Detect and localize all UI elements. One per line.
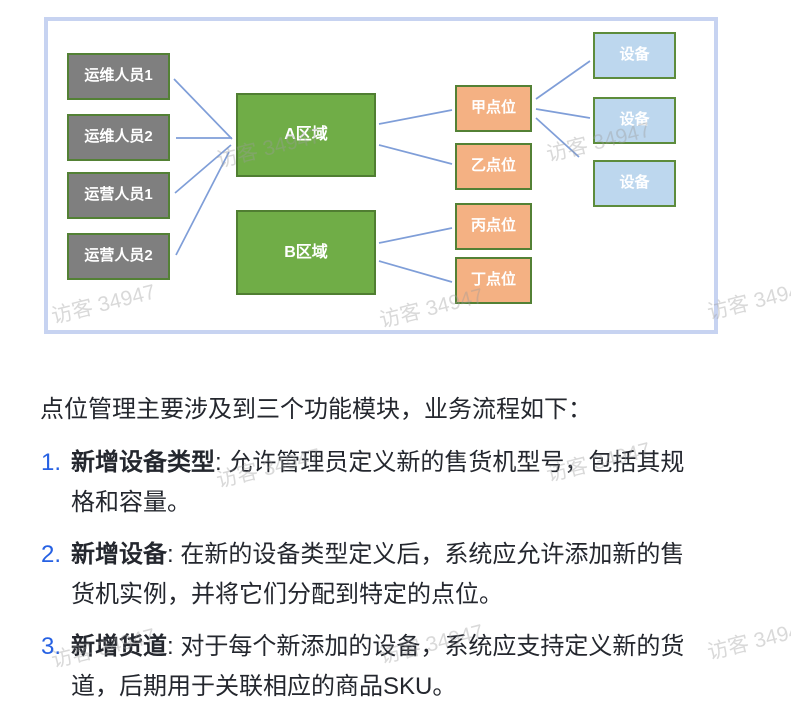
diagram-canvas: 运维人员1 运维人员2 运营人员1 运营人员2 A区域 B区域 甲点位 乙点位 … [48,21,714,330]
node-device-1: 设备 [593,32,676,79]
node-point-jia: 甲点位 [455,85,532,132]
list-item-text: : 在新的设备类型定义后，系统应允许添加新的售货机实例，并将它们分配到特定的点位… [71,541,685,608]
node-area-a: A区域 [236,93,376,177]
list-item-title: 新增设备 [71,541,167,568]
node-ops-person-1: 运维人员1 [67,53,170,100]
node-point-bing: 丙点位 [455,203,532,250]
node-operator-person-1: 运营人员1 [67,172,170,219]
node-device-3: 设备 [593,160,676,207]
node-ops-person-2: 运维人员2 [67,114,170,161]
node-point-yi: 乙点位 [455,143,532,190]
list-item-text: : 允许管理员定义新的售货机型号，包括其规格和容量。 [71,449,685,516]
node-operator-person-2: 运营人员2 [67,233,170,280]
intro-paragraph: 点位管理主要涉及到三个功能模块，业务流程如下： [40,396,592,423]
list-item-slot: 3. 新增货道: 对于每个新添加的设备，系统应支持定义新的货道，后期用于关联相应的… [40,627,696,707]
list-number: 3. [41,633,62,660]
list-item-title: 新增设备类型 [71,449,215,476]
list-item-device: 2. 新增设备: 在新的设备类型定义后，系统应允许添加新的售货机实例，并将它们分配… [40,535,696,615]
document-body: 点位管理主要涉及到三个功能模块，业务流程如下： 1. 新增设备类型: 允许管理员定… [40,390,700,719]
node-area-b: B区域 [236,210,376,295]
node-point-ding: 丁点位 [455,257,532,304]
list-item-title: 新增货道 [71,633,167,660]
list-number: 2. [41,541,62,568]
list-item-device-type: 1. 新增设备类型: 允许管理员定义新的售货机型号，包括其规格和容量。 [40,443,696,523]
diagram-panel: 运维人员1 运维人员2 运营人员1 运营人员2 A区域 B区域 甲点位 乙点位 … [44,17,718,334]
node-device-2: 设备 [593,97,676,144]
list-item-text: : 对于每个新添加的设备，系统应支持定义新的货道，后期用于关联相应的商品SKU。 [71,633,685,700]
list-number: 1. [41,449,62,476]
feature-list: 1. 新增设备类型: 允许管理员定义新的售货机型号，包括其规格和容量。 2. 新增设… [40,443,700,707]
connector-lines [173,60,591,283]
visitor-watermark: 访客 34947 [705,616,791,665]
